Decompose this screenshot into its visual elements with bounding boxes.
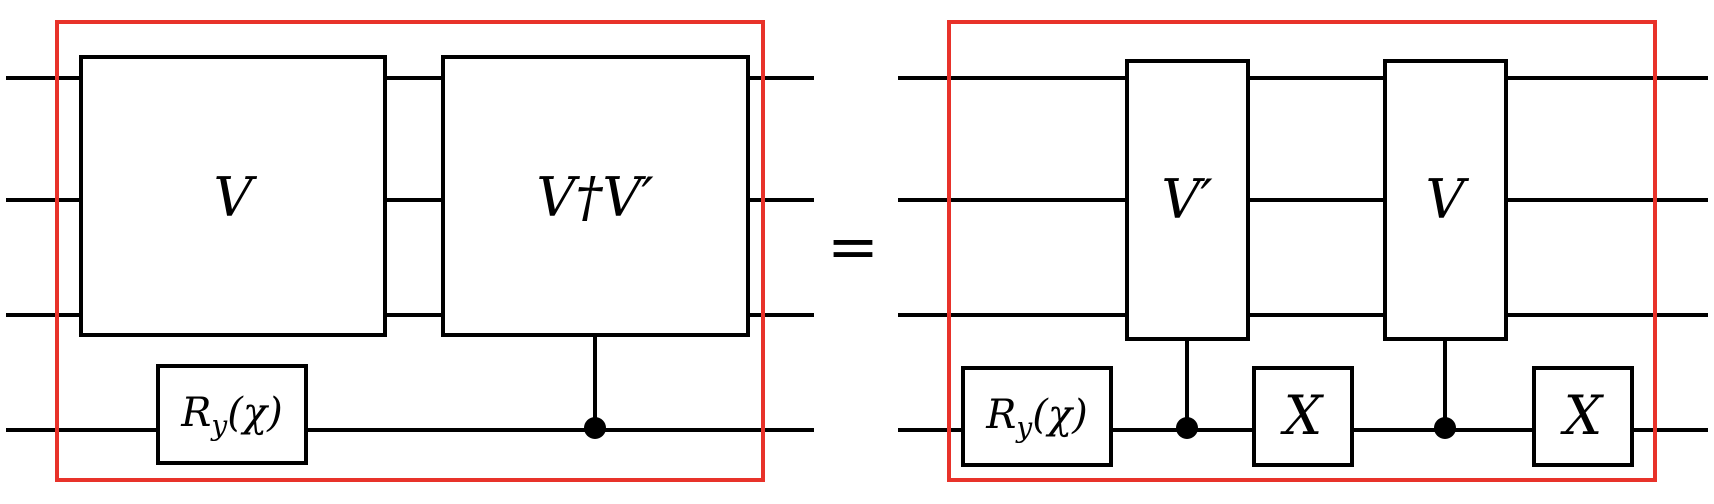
right-gate-V — [1383, 59, 1508, 341]
left-control-dot — [584, 417, 606, 439]
left-highlight-frame — [55, 20, 765, 482]
right-gate-V-label: V — [1426, 168, 1470, 231]
right-control-dot-1 — [1176, 417, 1198, 439]
right-gate-Ry-label: Ry(χ) — [985, 392, 1087, 444]
right-gate-X1-label: X — [1280, 384, 1325, 447]
left-gate-Ry-arg: (χ) — [227, 390, 282, 436]
right-gate-Vp — [1125, 59, 1250, 341]
left-circuit: V V†V′ Ry(χ) — [6, 20, 814, 482]
left-gate-V-label: V — [214, 166, 258, 229]
right-control-dot-2 — [1434, 417, 1456, 439]
left-gate-Ry — [156, 364, 308, 465]
right-gate-Vp-label: V′ — [1161, 168, 1212, 231]
left-gate-V — [79, 55, 387, 337]
right-gate-Ry-sub: y — [1014, 411, 1033, 444]
right-gate-X2 — [1532, 366, 1634, 467]
right-gate-Ry-R: R — [985, 392, 1016, 438]
right-gate-Ry-arg: (χ) — [1032, 392, 1087, 438]
right-gate-Ry — [961, 366, 1113, 467]
left-gate-Ry-sub: y — [209, 409, 228, 442]
right-gate-X1 — [1252, 366, 1354, 467]
right-highlight-frame — [947, 20, 1657, 482]
left-gate-VdagVp-label: V†V′ — [536, 166, 653, 229]
left-gate-Ry-R: R — [180, 390, 211, 436]
right-gate-X2-label: X — [1560, 384, 1605, 447]
left-gate-Ry-label: Ry(χ) — [180, 390, 282, 442]
equals-sign: = — [827, 210, 879, 283]
right-circuit: Ry(χ) V′ X V X — [898, 20, 1708, 482]
